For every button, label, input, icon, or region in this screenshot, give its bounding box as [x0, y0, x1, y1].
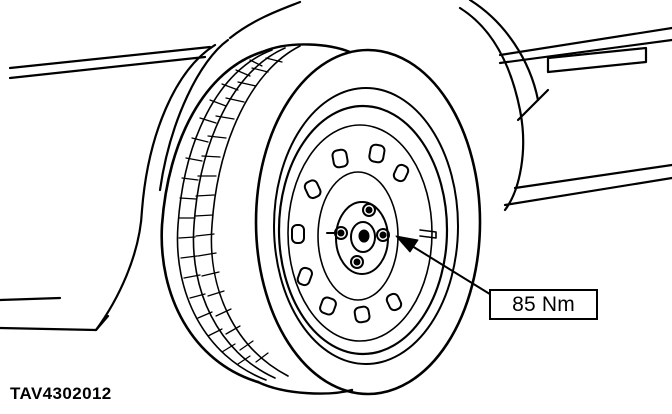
callout-arrow: [395, 235, 494, 297]
rim-vent-holes: [291, 143, 410, 324]
wheel-nuts: [326, 203, 390, 269]
wheel-hub: [335, 201, 389, 275]
figure-reference-code: TAV4302012: [10, 384, 112, 403]
wheel-nut-bottom: [350, 255, 364, 269]
steel-rim: [277, 104, 449, 356]
wheel-nut-left: [326, 226, 348, 240]
torque-value-label: 85 Nm: [489, 289, 598, 320]
car-body: [0, 0, 672, 332]
wheel-nut-right: [376, 228, 390, 242]
tire: [160, 43, 482, 396]
wheel-nut-top: [362, 203, 376, 217]
